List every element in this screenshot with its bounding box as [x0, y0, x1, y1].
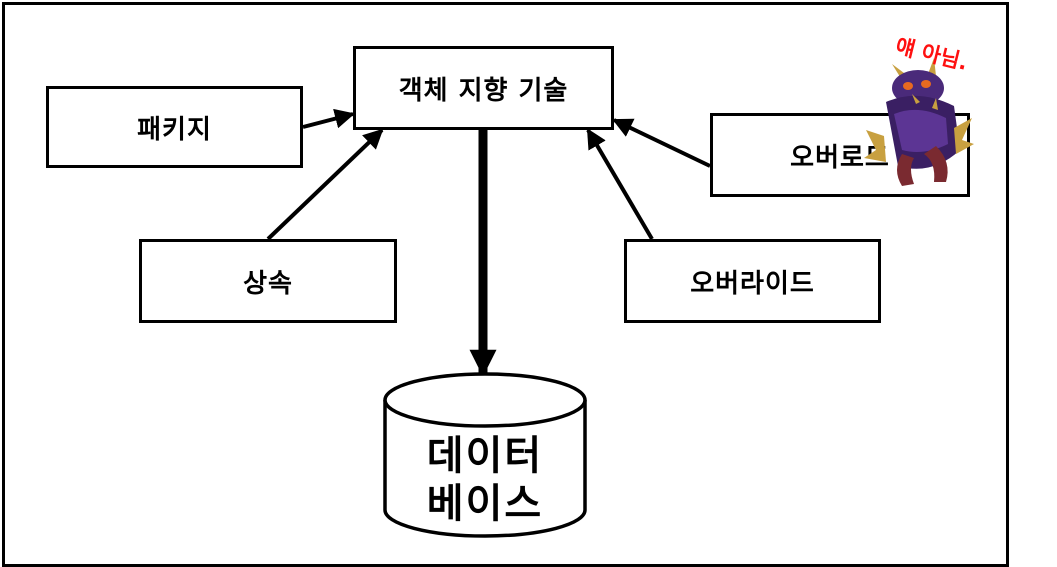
package-box: 패키지 — [46, 86, 303, 168]
inheritance-box: 상속 — [139, 239, 397, 323]
diagram-frame — [2, 2, 1009, 567]
database-label-line-1: 데이터 — [426, 433, 544, 479]
override-label: 오버라이드 — [690, 268, 815, 299]
arrow-package-to-core — [302, 108, 355, 129]
core-technology-box: 객체 지향 기술 — [353, 46, 614, 130]
database-label-line-2: 베이스 — [426, 481, 544, 527]
override-box: 오버라이드 — [624, 239, 881, 323]
arrow-inheritance-to-core — [266, 128, 384, 241]
core-technology-label: 객체 지향 기술 — [398, 75, 569, 106]
inheritance-label: 상속 — [243, 268, 293, 299]
package-label: 패키지 — [137, 114, 212, 145]
arrow-overload-to-core — [612, 118, 711, 168]
database-label: 데이터 베이스 — [385, 432, 585, 528]
arrow-override-to-core — [586, 128, 654, 241]
purple-armored-creature-icon — [864, 58, 974, 186]
database-cylinder — [383, 372, 587, 538]
